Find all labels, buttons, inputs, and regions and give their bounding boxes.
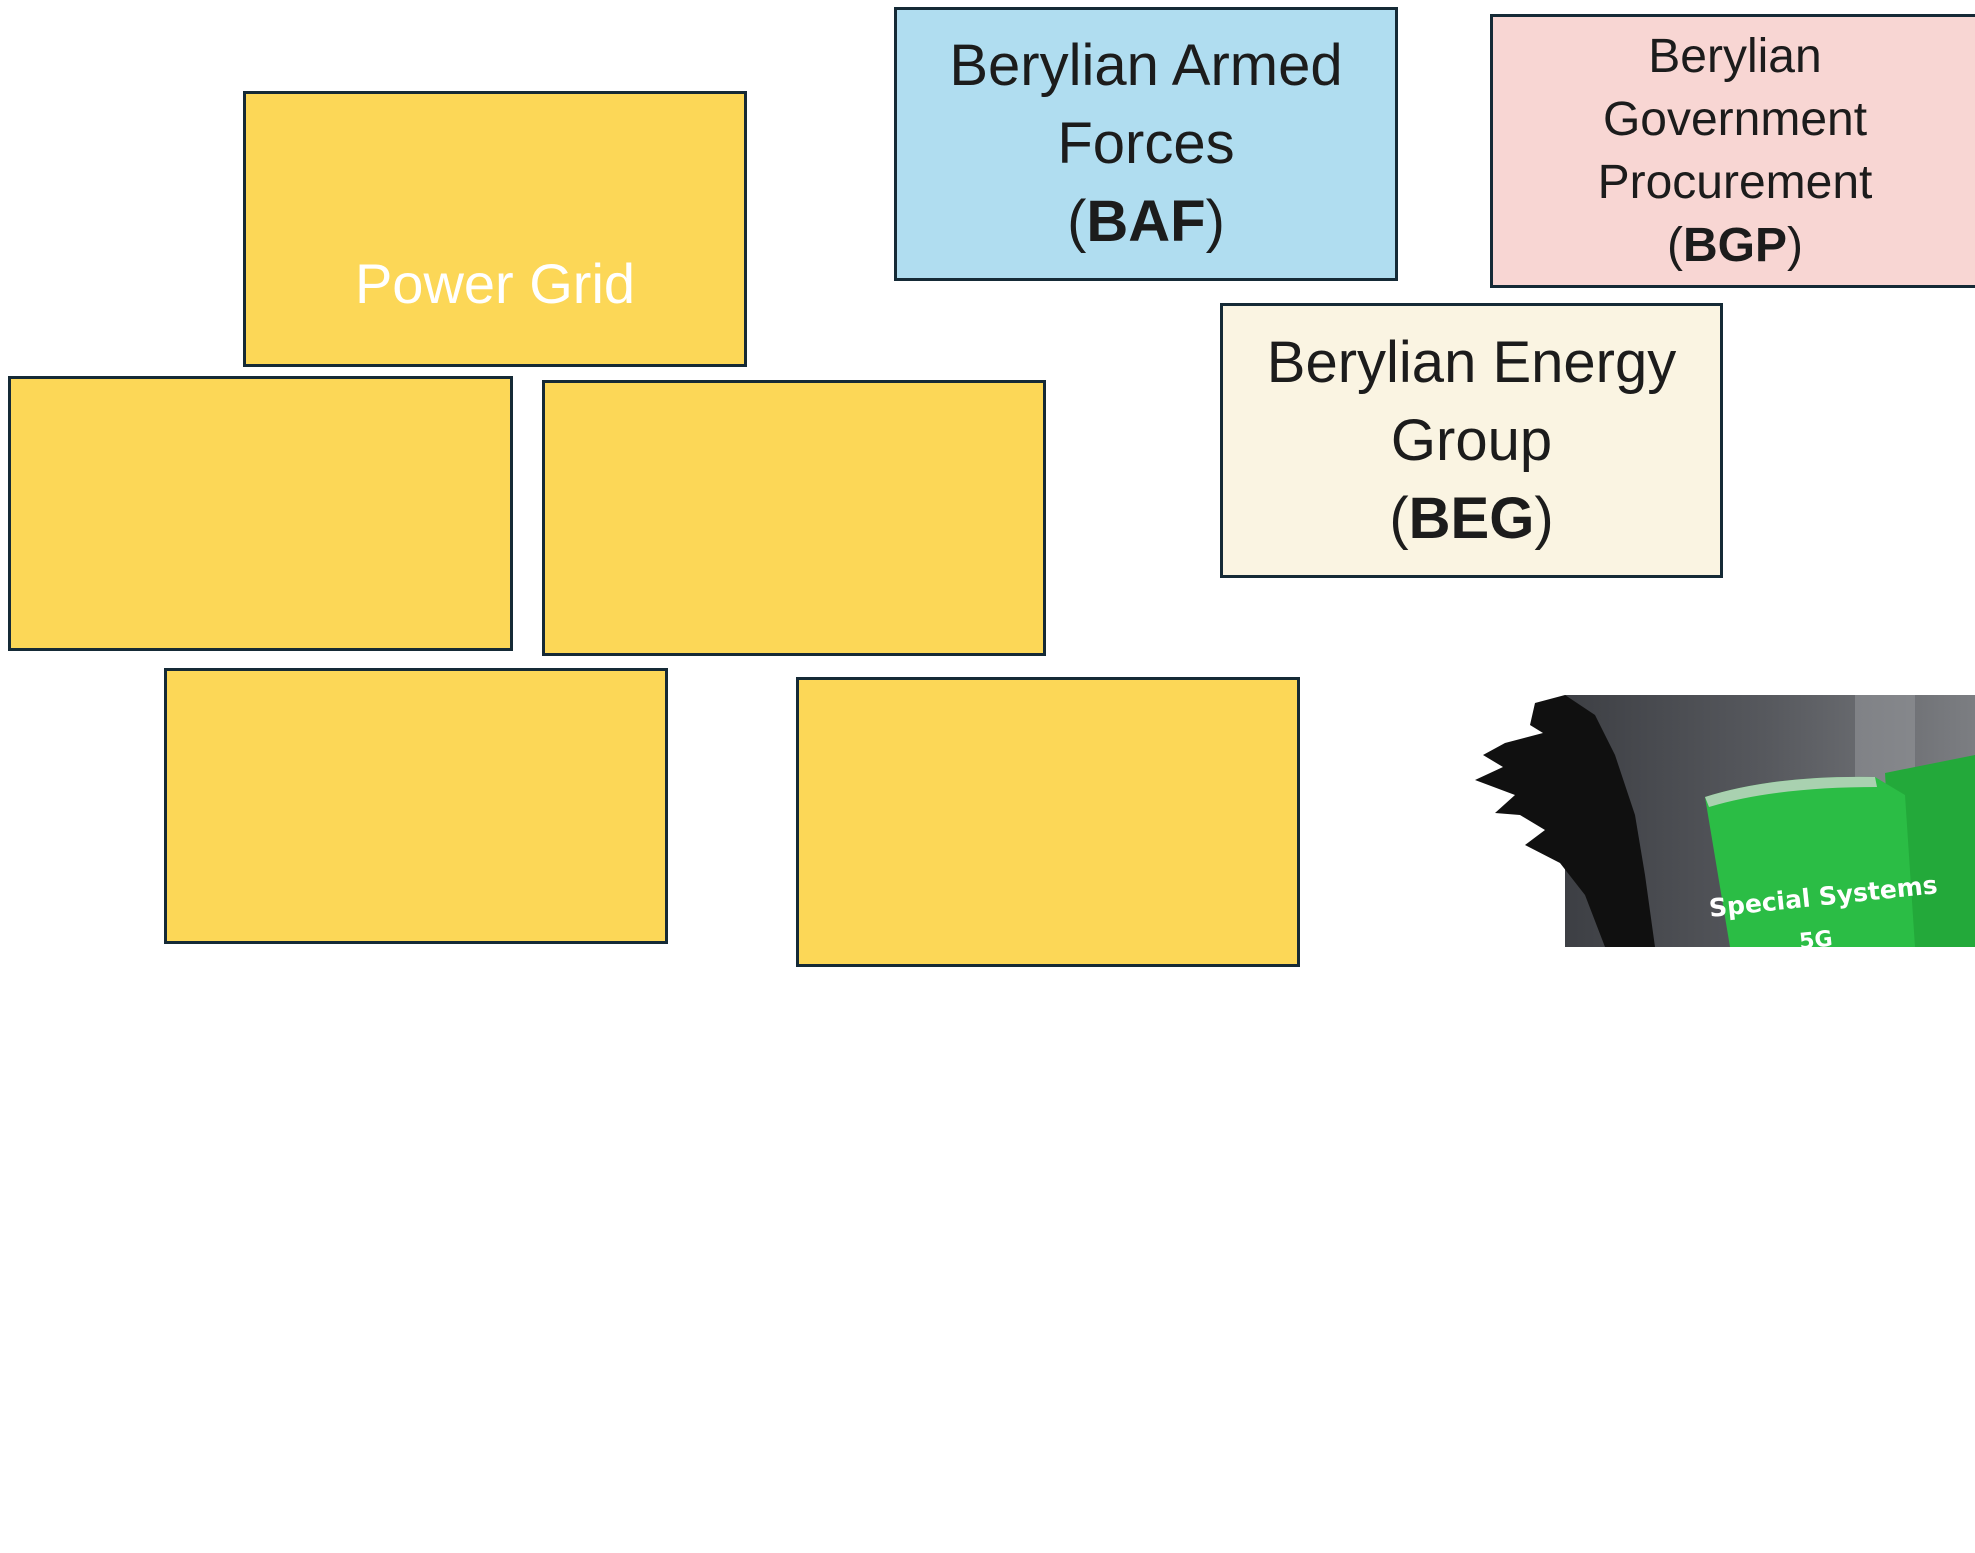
capability-box-5g: 5G (8, 376, 513, 922)
photo-illustration: Special Systems 5G (1475, 695, 1975, 947)
org-acronym-text: BGP (1682, 219, 1787, 272)
org-name-line: Berylian Energy (1266, 329, 1677, 395)
org-acronym: (BEG) (1389, 485, 1554, 551)
capability-label: Air Defence (269, 1406, 563, 1469)
org-box-baf: Berylian Armed Forces (BAF) (894, 7, 1398, 281)
capability-box-power-grid: Power Grid (243, 91, 747, 367)
org-name-line: Berylian Armed (949, 33, 1343, 98)
capability-box-air-defence: Air Defence System (164, 668, 668, 1546)
org-box-bgp: Berylian Government Procurement (BGP) (1490, 14, 1975, 288)
capability-box-ai-ml: AI-ML (796, 677, 1300, 1525)
org-acronym-text: BEG (1408, 485, 1535, 551)
photo-image: Special Systems 5G (1475, 695, 1975, 947)
org-acronym: (BAF) (1067, 189, 1225, 254)
org-box-beg: Berylian Energy Group (BEG) (1220, 303, 1723, 578)
capability-box-aws: AWS (542, 380, 1046, 889)
org-name-line: Procurement (1597, 156, 1873, 209)
book-front (1705, 776, 1915, 947)
org-name-line: Government (1602, 93, 1868, 146)
org-name-line: Forces (1057, 111, 1235, 176)
book-subtitle-text: 5G (1798, 927, 1834, 947)
capability-label: System (322, 1483, 510, 1546)
capability-label: Power Grid (354, 252, 636, 315)
org-name-line: Berylian (1648, 30, 1822, 83)
org-acronym: (BGP) (1667, 219, 1803, 272)
silhouette-shape (1475, 695, 1655, 947)
org-name-line: Group (1390, 407, 1553, 473)
org-acronym-text: BAF (1086, 189, 1206, 254)
capability-label: AI-ML (973, 1462, 1123, 1525)
